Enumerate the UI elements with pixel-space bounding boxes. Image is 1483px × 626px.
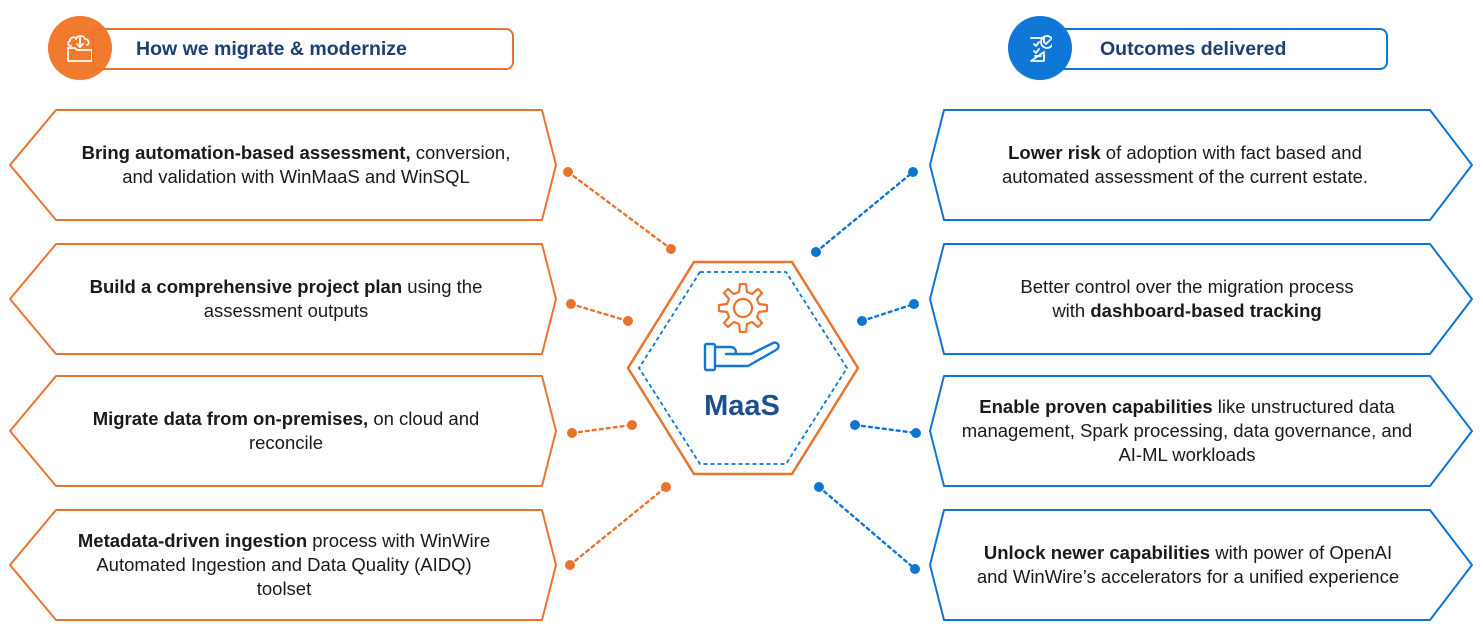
right-card-1-shape <box>929 109 1473 221</box>
left-connector-3 <box>570 423 634 435</box>
left-card-3-bold: Migrate data from on-premises, <box>92 408 369 429</box>
right-card-2-segment-2: dashboard-based tracking <box>1090 300 1322 321</box>
left-connector-2-end-b <box>623 316 633 326</box>
left-card-1-bold: Bring automation-based assessment, <box>81 142 411 163</box>
right-card-4-segment-2: with power of OpenAI and WinWire’s accel… <box>976 542 1400 587</box>
right-connector-2-end-a <box>857 316 867 326</box>
left-card-2: Build a comprehensive project plan using… <box>78 246 494 352</box>
right-card-2-segment-1: Better control over the migration proces… <box>1020 276 1354 321</box>
right-card-1: Lower risk of adoption with fact based a… <box>990 112 1380 218</box>
left-card-4-shape <box>9 509 557 621</box>
right-connector-1 <box>814 170 915 254</box>
left-connector-3-end-b <box>627 420 637 430</box>
gear-hand-icon <box>717 282 769 334</box>
right-card-3-segment-2: like unstructured data management, Spark… <box>961 396 1413 465</box>
left-card-1-shape <box>9 109 557 221</box>
left-card-4-text: process with WinWire Automated Ingestion… <box>96 530 491 599</box>
left-section-header: How we migrate & modernize <box>92 28 514 70</box>
right-connector-4-end-b <box>910 564 920 574</box>
right-connector-4 <box>817 485 917 571</box>
right-connector-2-end-b <box>909 299 919 309</box>
right-card-1-segment-1: Lower risk <box>1008 142 1101 163</box>
right-card-4-segment-1: Unlock newer capabilities <box>983 542 1211 563</box>
right-connector-4-end-a <box>814 482 824 492</box>
right-card-3-segment-1: Enable proven capabilities <box>979 396 1213 417</box>
right-card-1-segment-2: of adoption with fact based and automate… <box>1001 142 1369 187</box>
right-card-2-shape <box>929 243 1473 355</box>
left-connector-4-end-b <box>661 482 671 492</box>
left-card-2-shape <box>9 243 557 355</box>
right-card-2: Better control over the migration proces… <box>1002 246 1372 352</box>
left-card-3-shape <box>9 375 557 487</box>
right-section-header: Outcomes delivered <box>1052 28 1388 70</box>
cloud-folder-icon <box>48 16 112 80</box>
left-card-1: Bring automation-based assessment, conve… <box>60 112 532 218</box>
right-card-4: Unlock newer capabilities with power of … <box>962 512 1414 618</box>
left-connector-1-end-b <box>666 244 676 254</box>
hub-inner-hexagon <box>638 271 848 465</box>
right-card-3: Enable proven capabilities like unstruct… <box>944 378 1430 484</box>
right-card-3-shape <box>929 375 1473 487</box>
left-connector-2 <box>569 302 630 323</box>
right-connector-3-end-b <box>911 428 921 438</box>
left-connector-1 <box>566 170 673 251</box>
left-connector-3-end-a <box>567 428 577 438</box>
right-connector-2 <box>860 302 916 323</box>
left-connector-4-end-a <box>565 560 575 570</box>
right-connector-3-end-a <box>850 420 860 430</box>
right-connector-3 <box>853 423 918 435</box>
hub-outer-hexagon <box>626 260 860 476</box>
left-card-2-text: using the assessment outputs <box>203 276 483 321</box>
left-card-1-text: conversion, and validation with WinMaaS … <box>122 142 511 187</box>
left-connector-1-end-a <box>563 167 573 177</box>
left-card-2-bold: Build a comprehensive project plan <box>89 276 403 297</box>
hand-icon <box>703 341 780 372</box>
left-card-4-bold: Metadata-driven ingestion <box>77 530 308 551</box>
left-card-3-text: on cloud and reconcile <box>248 408 480 453</box>
left-card-3: Migrate data from on-premises, on cloud … <box>60 378 512 484</box>
left-connector-2-end-a <box>566 299 576 309</box>
right-card-4-shape <box>929 509 1473 621</box>
hub-title: MaaS <box>704 390 780 422</box>
right-connector-1-end-b <box>908 167 918 177</box>
left-card-4: Metadata-driven ingestion process with W… <box>66 512 502 618</box>
right-connector-1-end-a <box>811 247 821 257</box>
left-connector-4 <box>568 485 668 567</box>
